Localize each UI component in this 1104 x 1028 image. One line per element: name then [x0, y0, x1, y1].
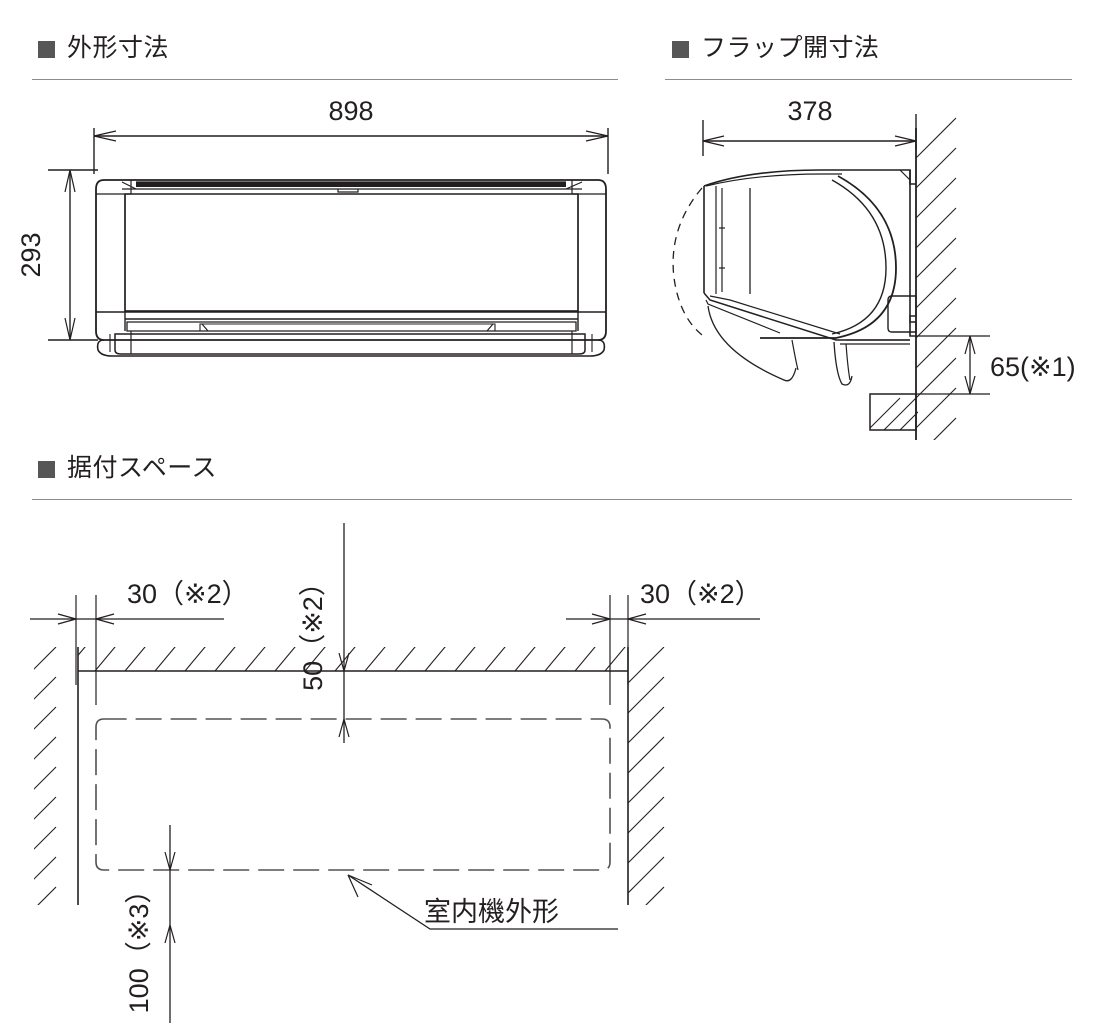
section-title-flap-open-dimensions: フラップ開寸法 — [701, 34, 880, 62]
front-view-width-value: 898 — [328, 96, 373, 126]
indoor-unit-outline-label: 室内機外形 — [424, 897, 559, 927]
section-heading-installation-space: 据付スペース — [38, 452, 217, 484]
side-view-drawing: 378 65(※1) — [660, 88, 1104, 440]
section-rule-outer-dimensions — [32, 79, 618, 80]
install-top-clearance-value: 50（※2） — [298, 569, 328, 691]
wall-bracket — [887, 295, 917, 333]
square-bullet-icon — [672, 41, 689, 58]
install-bottom-clearance-value: 100（※3） — [124, 877, 154, 1014]
section-heading-flap-open-dimensions: フラップ開寸法 — [672, 32, 880, 64]
square-bullet-icon — [38, 461, 55, 478]
installation-space-drawing: 30（※2） 30（※2） 50（※2） 100（※3） 室内機外形 — [0, 505, 1104, 1028]
leader-line — [347, 874, 618, 930]
flap-outline — [760, 175, 897, 339]
side-view-depth-value: 378 — [787, 96, 832, 126]
indoor-unit-outline — [95, 718, 611, 871]
section-rule-installation-space — [32, 499, 1072, 500]
square-bullet-icon — [38, 41, 55, 58]
section-title-installation-space: 据付スペース — [67, 454, 218, 482]
side-view-floor-clearance-value: 65(※1) — [990, 352, 1076, 382]
install-right-clearance-value: 30（※2） — [640, 579, 762, 609]
front-view-drawing: 898 293 — [0, 88, 660, 378]
section-heading-outer-dimensions: 外形寸法 — [38, 32, 169, 64]
front-view-height-value: 293 — [16, 232, 46, 277]
unit-body-outline — [95, 179, 607, 341]
floor-slab — [869, 393, 917, 431]
section-rule-flap-open-dimensions — [665, 79, 1072, 80]
flap-closed-dashed — [672, 187, 707, 339]
install-left-clearance-value: 30（※2） — [127, 579, 249, 609]
section-title-outer-dimensions: 外形寸法 — [67, 34, 170, 62]
